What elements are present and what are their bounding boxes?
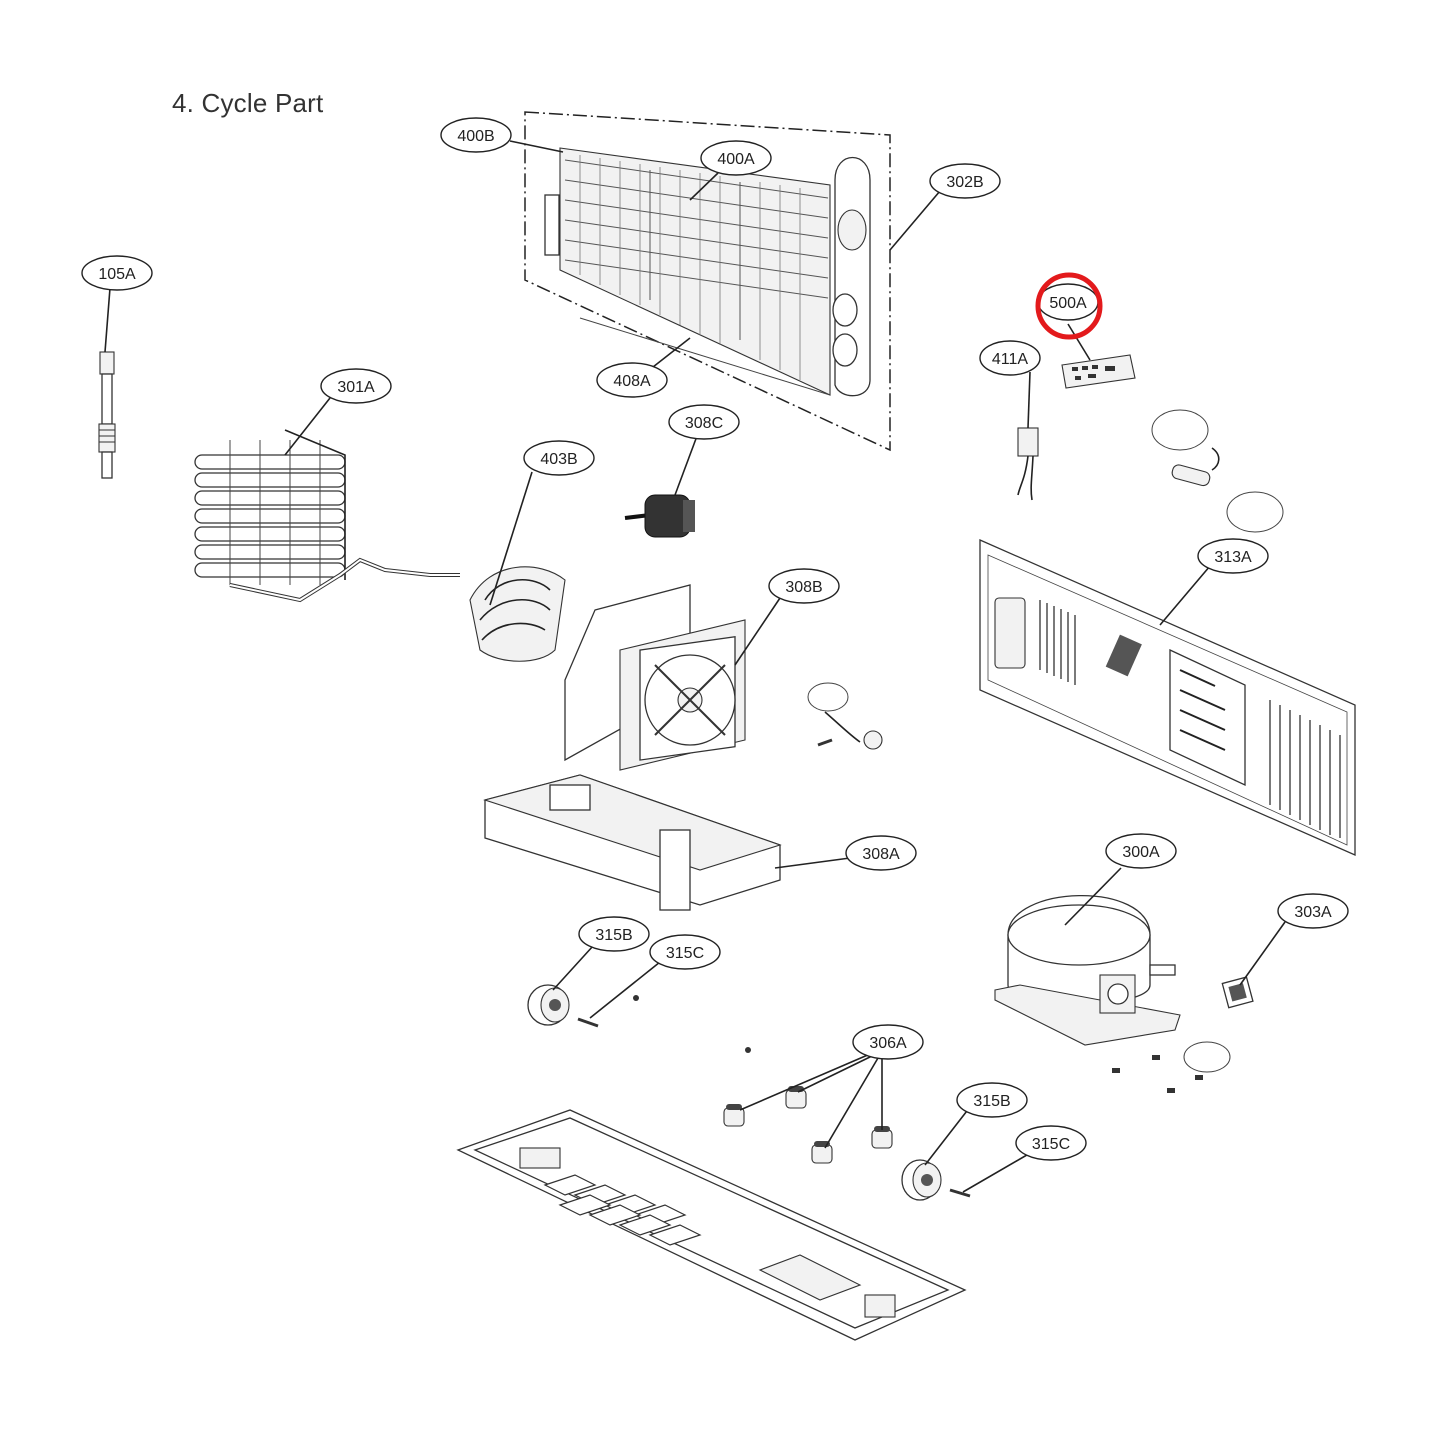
grommet-315b-left xyxy=(527,984,570,1026)
callout-label: 306A xyxy=(869,1035,907,1052)
callout-400A: 400A xyxy=(700,140,772,176)
callout-403B: 403B xyxy=(523,440,595,476)
callout-300A: 300A xyxy=(1105,833,1177,869)
callout-label: 300A xyxy=(1122,844,1160,861)
callout-label: 403B xyxy=(540,451,577,468)
callout-label: 315C xyxy=(666,945,704,962)
callout-315B-right: 315B xyxy=(956,1082,1028,1118)
fan-shroud-403b xyxy=(469,566,566,662)
callout-301A: 301A xyxy=(320,368,392,404)
callout-306A: 306A xyxy=(852,1024,924,1060)
callout-400B: 400B xyxy=(440,117,512,153)
defrost-fuse-assembly xyxy=(1151,409,1284,533)
callout-label: 500A xyxy=(1049,295,1087,312)
screw-315c-right xyxy=(949,1188,971,1198)
pcb-500a xyxy=(1061,354,1136,389)
callout-315C-right: 315C xyxy=(1015,1125,1087,1161)
page-title: 4. Cycle Part xyxy=(172,88,324,118)
callout-label: 302B xyxy=(946,174,983,191)
condenser-coil-301a xyxy=(194,429,460,603)
callout-308C: 308C xyxy=(668,404,740,440)
callout-105A: 105A xyxy=(81,255,153,291)
highlight-ring xyxy=(1035,272,1103,340)
relay-303a xyxy=(1221,976,1254,1009)
callout-label: 400A xyxy=(717,151,755,168)
callout-label: 315C xyxy=(1032,1136,1070,1153)
compressor-mount-hardware xyxy=(1112,1041,1231,1093)
callout-label: 308B xyxy=(785,579,822,596)
rear-cover-313a xyxy=(979,539,1356,856)
rubber-grommets-306a xyxy=(723,1047,893,1164)
bottom-cover-plate xyxy=(456,1109,967,1341)
callout-315B-left: 315B xyxy=(578,916,650,952)
callout-label: 315B xyxy=(595,927,632,944)
callout-label: 408A xyxy=(613,373,651,390)
callout-label: 411A xyxy=(992,351,1029,368)
callout-500A: 500A xyxy=(1035,272,1103,340)
callout-label: 308A xyxy=(862,846,900,863)
callout-label: 105A xyxy=(98,266,136,283)
grommet-315b-right xyxy=(901,1159,942,1201)
callout-label: 303A xyxy=(1294,904,1332,921)
callout-308A: 308A xyxy=(845,835,917,871)
callout-303A: 303A xyxy=(1277,893,1349,929)
compressor-300a xyxy=(994,894,1181,1046)
callout-408A: 408A xyxy=(596,362,668,398)
screw-315c-left xyxy=(577,995,639,1028)
callout-label: 315B xyxy=(973,1093,1010,1110)
evaporator-assembly xyxy=(524,111,891,452)
tube-fitting-105a xyxy=(98,351,116,479)
callout-302B: 302B xyxy=(929,163,1001,199)
callout-label: 400B xyxy=(457,128,494,145)
fan-motor-308c xyxy=(624,494,695,538)
callout-315C-left: 315C xyxy=(649,934,721,970)
thermistor-411a xyxy=(1017,427,1039,501)
callout-label: 301A xyxy=(337,379,375,396)
fan-housing-308b xyxy=(564,584,746,771)
callout-308B: 308B xyxy=(768,568,840,604)
callout-313A: 313A xyxy=(1197,538,1269,574)
wire-harness xyxy=(807,682,883,750)
base-tray-308a xyxy=(483,774,782,911)
callout-label: 313A xyxy=(1214,549,1252,566)
callout-411A: 411A xyxy=(979,340,1041,376)
callout-label: 308C xyxy=(685,415,723,432)
leader-lines xyxy=(104,140,1286,1193)
